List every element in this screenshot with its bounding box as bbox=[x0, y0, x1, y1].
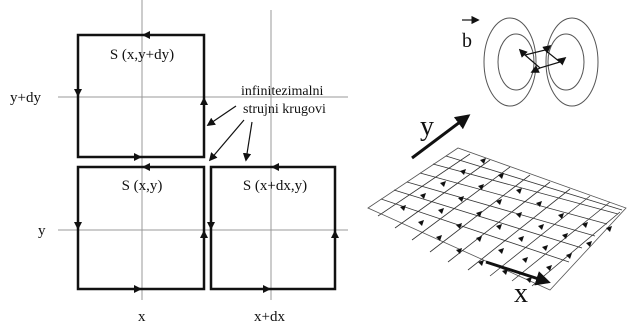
arrow-br-bottom bbox=[263, 285, 271, 293]
arrow-top-down bbox=[74, 89, 82, 97]
axis-y-label: y bbox=[420, 111, 434, 142]
current-loop-top: S (x,y+dy) bbox=[74, 31, 208, 161]
arrow-br-right bbox=[331, 230, 339, 238]
label-y: y bbox=[38, 223, 46, 239]
loop-label-bottom-right: S (x+dx,y) bbox=[243, 178, 307, 194]
arrow-bl-right bbox=[200, 230, 208, 238]
arrow-br-left bbox=[207, 222, 215, 230]
arrow-top-bottom bbox=[134, 153, 142, 161]
label-y-plus-dy: y+dy bbox=[10, 90, 41, 106]
pointer-arrow-3 bbox=[242, 121, 253, 162]
dipole-loop bbox=[518, 44, 567, 73]
annotation-line-1: infinitezimalni bbox=[241, 84, 324, 99]
axis-x-arrow bbox=[485, 260, 551, 286]
surface-axes bbox=[411, 114, 551, 286]
pointer-arrow-2 bbox=[208, 119, 245, 162]
arrow-br-top bbox=[271, 163, 279, 171]
arrow-bl-left bbox=[74, 222, 82, 230]
current-loop-bottom-right: S (x+dx,y) bbox=[207, 163, 339, 293]
b-vector-label: b bbox=[462, 15, 480, 52]
loop-label-top: S (x,y+dy) bbox=[110, 47, 174, 63]
current-loop-bottom-left: S (x,y) bbox=[74, 163, 208, 293]
field-diagram: b bbox=[367, 15, 627, 309]
axis-x-label: x bbox=[514, 278, 528, 309]
arrow-bl-top bbox=[142, 163, 150, 171]
arrow-bl-bottom bbox=[134, 285, 142, 293]
arrow-top-right bbox=[200, 97, 208, 105]
surface-grid bbox=[367, 147, 627, 291]
loop-label-bottom-left: S (x,y) bbox=[122, 178, 163, 194]
label-x-plus-dx: x+dx bbox=[254, 309, 285, 325]
surface-arrowheads bbox=[400, 158, 612, 283]
annotation-line-2: strujni krugovi bbox=[243, 102, 326, 117]
annotation: infinitezimalni strujni krugovi bbox=[206, 84, 326, 162]
field-lines bbox=[483, 17, 599, 107]
label-x: x bbox=[138, 309, 146, 325]
axis-y-arrow bbox=[411, 114, 471, 160]
pointer-arrow-1 bbox=[206, 105, 237, 126]
b-label: b bbox=[462, 30, 472, 52]
arrow-top-left bbox=[142, 31, 150, 39]
